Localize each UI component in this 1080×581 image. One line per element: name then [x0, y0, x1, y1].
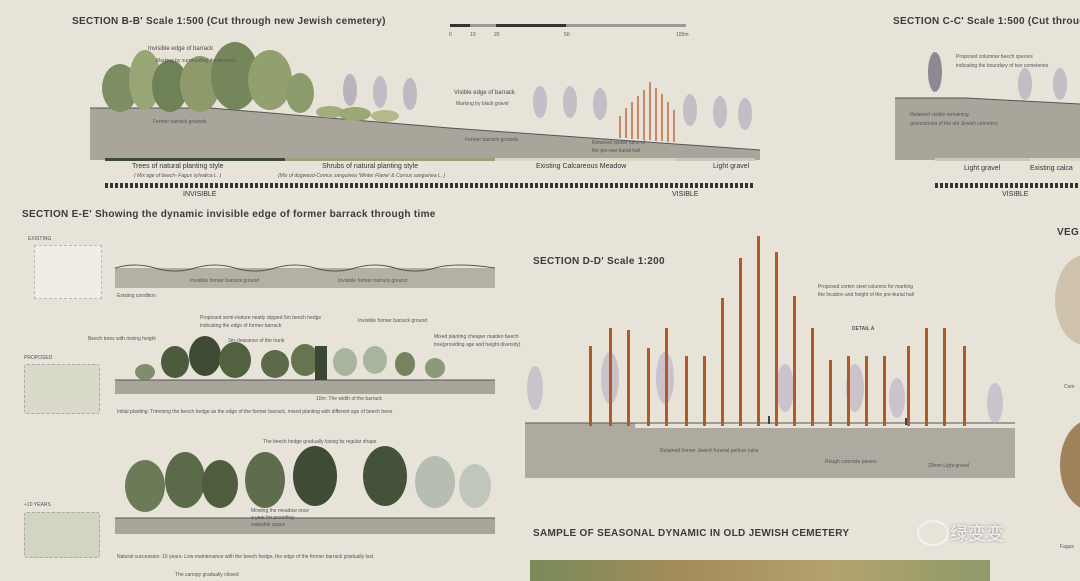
dd-note-gravel: 20mm Light gravel — [928, 463, 970, 469]
scale-tick-20: 20 — [494, 32, 500, 38]
scale-tick-100: 100m — [676, 32, 689, 38]
watermark-text: 绿变变 — [950, 524, 1004, 544]
bb-visible-label: VISIBLE — [672, 191, 699, 198]
scale-tick-10: 10 — [470, 32, 476, 38]
cc-legend-calc: Existing calca — [1030, 165, 1073, 172]
cc-visible-bar — [935, 183, 1080, 188]
cc-note-1: Proposed columnar beech species — [956, 54, 1033, 60]
bb-visible-edge-sub: Marking by black gravel — [456, 101, 509, 107]
legend-shrubs: Shrubs of natural planting style — [322, 163, 419, 170]
sample-strip — [530, 560, 990, 581]
bb-retained-ruins: Retained visible ruins of — [592, 140, 646, 146]
legend-bar-gravel — [675, 158, 755, 161]
ee-t-note-1: The beech hedge gradually losing its reg… — [263, 439, 377, 445]
cc-legend-bar-gravel — [935, 158, 1030, 161]
bb-former-ground-2: Former barrack grounds — [465, 137, 519, 143]
right-edge-fagus: Fagus — [1060, 544, 1074, 550]
ee-existing-label: EXISTING — [28, 236, 52, 242]
ee-t-caption: Natural succession: 10 years- Low mainte… — [117, 554, 374, 560]
legend-meadow: Existing Calcareous Meadow — [536, 163, 627, 170]
bb-retained-ruins-2: the pre-war burial hall — [592, 148, 641, 154]
ee-p-note-1: Proposed semi-mature neatly clipped 6m b… — [200, 315, 322, 321]
ee-p-caption: Initial planting: Trimming the beech hed… — [117, 409, 393, 415]
ee-p-note-6: 10m: The width of the barrack — [316, 396, 383, 402]
bb-former-ground-1: Former barrack grounds — [153, 119, 207, 125]
ee-proposed-label: PROPOSED — [24, 355, 53, 361]
cc-legend-bar-calc — [1030, 158, 1080, 161]
cc-visible-label: VISIBLE — [1002, 191, 1029, 198]
dd-note-pavers: Rough concrete pavers — [825, 459, 877, 465]
legend-bar-trees — [105, 158, 285, 161]
section-cc-drawing — [895, 52, 1080, 160]
legend-trees-sub: ( Mix age of beech- Fagus sylvatica L. ) — [134, 173, 222, 179]
scale-bar — [450, 22, 686, 34]
cc-legend-gravel: Light gravel — [964, 165, 1001, 172]
sample-title: SAMPLE OF SEASONAL DYNAMIC IN OLD JEWISH… — [533, 528, 850, 539]
ee-existing-ground-1: Invisible former barrack ground — [190, 278, 259, 284]
bb-invisible-label: INVISIBLE — [183, 191, 217, 198]
ee-p-note-3: Beech trees with mixing height — [88, 336, 156, 342]
ee-p-note-5: Mixed planting cheaper maiden beech — [434, 334, 519, 340]
cc-note-4: gravestones of the old Jewish cemetery — [910, 121, 998, 127]
ee-proposed-drawing — [115, 336, 495, 394]
section-ee-title: SECTION E-E' Showing the dynamic invisib… — [22, 209, 436, 220]
ee-ten-years-drawing — [115, 446, 495, 534]
ee-ten-years-label: +10 YEARS — [24, 502, 51, 508]
ee-p-note-1b: indicating the edge of former barrack — [200, 323, 282, 329]
dd-detail-a: DETAIL A — [852, 326, 875, 332]
dd-note-columns-2: the location and height of the pre-buria… — [818, 292, 914, 298]
ten-years-plan — [24, 512, 100, 558]
scale-tick-50: 50 — [564, 32, 570, 38]
ee-p-note-2: Invisible former barrack ground — [358, 318, 427, 324]
bb-visible-edge: Visible edge of barrack — [454, 90, 515, 96]
ee-existing-ground-2: Invisible former barrack ground — [338, 278, 407, 284]
right-edge-veg: VEG — [1057, 227, 1080, 238]
section-bb-title: SECTION B-B' Scale 1:500 (Cut through ne… — [72, 16, 386, 27]
ee-existing-caption: Existing condition — [117, 293, 156, 299]
existing-plan — [34, 245, 102, 299]
ee-existing-drawing — [115, 264, 495, 288]
legend-bar-meadow — [495, 158, 675, 161]
dd-note-ruins: Retained former Jewish funeral parlour r… — [660, 448, 759, 454]
wechat-icon — [917, 520, 949, 546]
right-edge-con: Com — [1064, 384, 1075, 390]
ee-p-note-4: 3m clearance of the trunk — [228, 338, 285, 344]
section-cc-title: SECTION C-C' Scale 1:500 (Cut through — [893, 16, 1080, 27]
section-bb-drawing — [90, 42, 760, 160]
bb-invisible-edge-sub: Marking by surrounding dense trees — [156, 58, 236, 64]
cc-note-2: indicating the boundary of two cemeterie… — [956, 63, 1049, 69]
legend-bar-shrubs — [285, 158, 495, 161]
proposed-plan — [24, 364, 100, 414]
dd-note-columns: Proposed corten steel columns for markin… — [818, 284, 914, 290]
bb-invisible-edge: Invisible edge of barrack — [148, 46, 214, 52]
section-dd-drawing — [525, 236, 1015, 478]
right-edge-photo-1 — [1055, 255, 1080, 345]
scale-tick-0: 0 — [449, 32, 452, 38]
legend-trees: Trees of natural planting style — [132, 163, 224, 170]
ee-t-note-2: Mowing the meadow once — [251, 508, 310, 514]
section-dd-title: SECTION D-D' Scale 1:200 — [533, 256, 665, 267]
ee-t-note-2b: a year for providing — [251, 515, 294, 521]
legend-shrubs-sub: (Mix of dogwood-Cornus sanguinea 'Winter… — [278, 173, 446, 179]
invisible-visible-bar — [105, 183, 755, 188]
ee-t-note-2c: walkable space — [251, 522, 286, 528]
cc-note-3: Retained visible remaining — [910, 112, 969, 118]
legend-gravel: Light gravel — [713, 163, 750, 170]
right-edge-photo-2 — [1060, 420, 1080, 510]
ee-t-cut: The canopy gradually closed — [175, 572, 239, 578]
ee-p-note-5b: tree(providing age and height diversity) — [434, 342, 521, 348]
